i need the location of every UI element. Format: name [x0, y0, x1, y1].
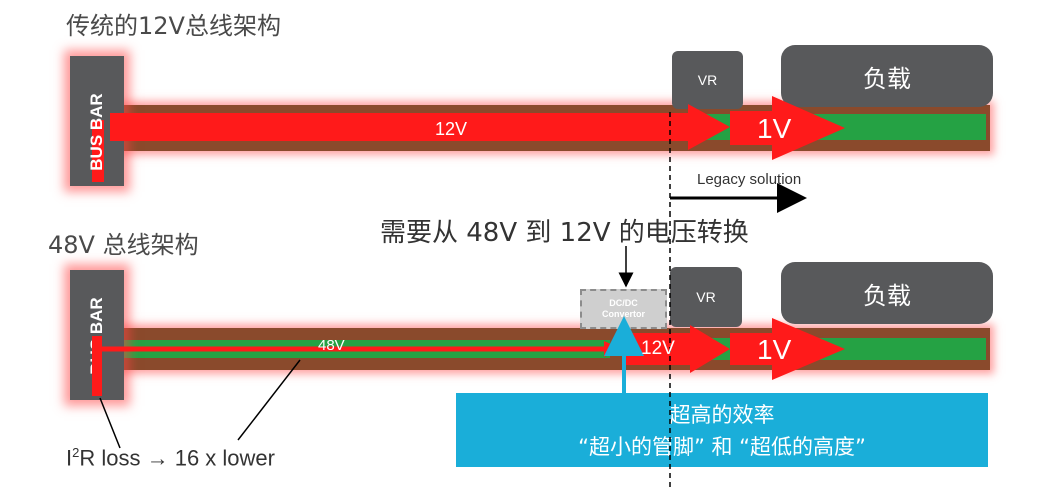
efficiency-line1: 超高的效率 [669, 403, 775, 427]
bottom-bus-bar: BUS BAR [70, 270, 124, 400]
bottom-pcb-green-strip-right [700, 338, 986, 360]
bottom-12v-label: 12V [641, 338, 675, 359]
loss-pointer-busbar [99, 397, 121, 449]
dcdc-line1: DC/DC [609, 298, 638, 308]
efficiency-line2: “超小的管脚” 和 “超低的高度” [578, 435, 866, 459]
bottom-load-box: 负载 [781, 262, 993, 324]
bottom-vr-box: VR [670, 267, 742, 327]
dcdc-line2: Convertor [601, 309, 645, 319]
top-load-box: 负载 [781, 45, 993, 107]
top-bus-bar-red-core [92, 120, 104, 182]
conversion-note: 需要从 48V 到 12V 的电压转换 [380, 218, 749, 248]
dcdc-convertor-box: DC/DC Convertor [580, 289, 667, 329]
top-bus-bar: BUS BAR [70, 56, 124, 186]
top-bus-bar-label: BUS BAR [87, 93, 106, 171]
top-vr-box: VR [672, 51, 743, 109]
bottom-48v-label: 48V [318, 337, 345, 354]
legacy-label: Legacy solution [697, 171, 802, 188]
bottom-1v-label: 1V [757, 334, 792, 365]
efficiency-box: 超高的效率 “超小的管脚” 和 “超低的高度” [456, 393, 988, 467]
loss-suffix: R loss → 16 x lower [79, 445, 275, 471]
loss-sup: 2 [72, 445, 80, 460]
top-12v-label: 12V [435, 119, 468, 139]
loss-text: I2R loss → 16 x lower [66, 445, 275, 471]
bottom-pcb-green-strip-left [120, 340, 610, 358]
top-title: 传统的12V总线架构 [66, 12, 281, 40]
loss-pointer-bus [237, 359, 301, 441]
top-1v-label: 1V [757, 113, 792, 144]
loss-prefix: I [66, 445, 73, 471]
bottom-bus-bar-label: BUS BAR [87, 297, 106, 375]
bottom-title: 48V 总线架构 [48, 231, 199, 259]
top-pcb-green-strip [700, 114, 986, 140]
